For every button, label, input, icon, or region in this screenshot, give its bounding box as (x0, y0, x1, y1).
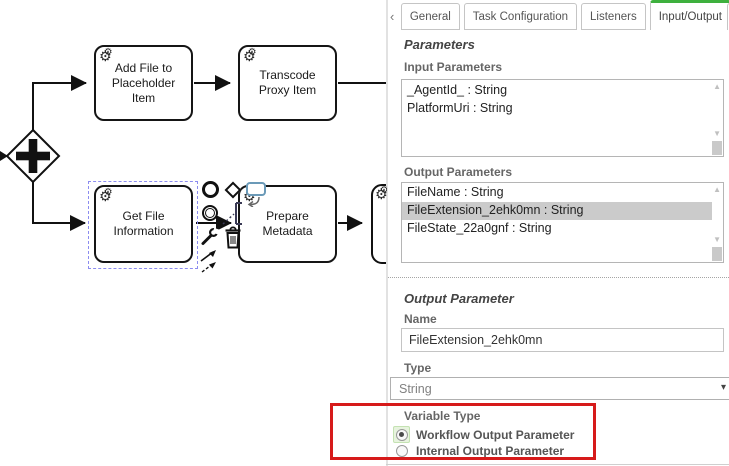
list-item[interactable]: FileName : String (407, 185, 504, 199)
append-intermediate-event-icon[interactable] (202, 205, 218, 221)
parameters-heading: Parameters (404, 37, 475, 52)
output-parameter-heading: Output Parameter (404, 291, 514, 306)
trash-icon[interactable] (224, 226, 242, 249)
output-parameters-label: Output Parameters (404, 165, 513, 179)
partial-next-tab (727, 3, 729, 30)
type-label: Type (404, 361, 432, 375)
scroll-down-icon[interactable]: ▼ (713, 235, 721, 244)
properties-panel: ‹ General Task Configuration Listeners I… (386, 0, 729, 466)
task-transcode-proxy-item[interactable]: ⚙⚙ Transcode Proxy Item (238, 45, 337, 121)
list-item-selected[interactable]: FileExtension_2ehk0mn : String (402, 202, 712, 220)
section-divider (388, 277, 729, 278)
sequence-flows (0, 75, 387, 264)
connect-icon[interactable] (198, 249, 221, 274)
dropdown-arrow-icon: ▾ (720, 382, 726, 393)
radio-label: Internal Output Parameter (416, 443, 565, 458)
text-annotation-icon[interactable] (221, 200, 244, 227)
variable-type-label: Variable Type (404, 409, 481, 423)
input-parameters-label: Input Parameters (404, 60, 503, 74)
bpmn-canvas[interactable]: ⚙⚙ Add File to Placeholder Item ⚙⚙ Trans… (0, 0, 387, 466)
list-item[interactable]: FileState_22a0gnf : String (407, 221, 552, 235)
tab-input-output[interactable]: Input/Output (649, 0, 729, 30)
radio-icon (395, 444, 408, 457)
tab-listeners[interactable]: Listeners (581, 3, 646, 30)
scroll-up-icon[interactable]: ▲ (713, 185, 721, 194)
panel-bottom-border (386, 464, 729, 465)
selection-outline (88, 181, 198, 269)
radio-internal-output-parameter[interactable]: Internal Output Parameter (393, 442, 564, 459)
list-item[interactable]: _AgentId_ : String (407, 83, 508, 97)
name-input[interactable] (401, 328, 724, 352)
input-parameters-list[interactable]: _AgentId_ : String PlatformUri : String … (401, 79, 724, 157)
incoming-flow-arrowhead (0, 151, 8, 161)
task-label: Prepare Metadata (262, 209, 313, 238)
tab-task-configuration[interactable]: Task Configuration (463, 3, 578, 30)
service-task-icon: ⚙⚙ (99, 47, 113, 65)
task-label: Add File to Placeholder Item (111, 60, 176, 105)
task-label: Transcode Proxy Item (258, 68, 317, 97)
scrollbar-thumb[interactable] (712, 247, 722, 261)
name-label: Name (404, 312, 437, 326)
radio-workflow-output-parameter[interactable]: Workflow Output Parameter (393, 426, 574, 443)
scroll-up-icon[interactable]: ▲ (713, 82, 721, 91)
type-select-value: String (399, 381, 432, 396)
type-select[interactable]: String ▾ (390, 377, 729, 400)
task-get-file-information[interactable]: ⚙⚙ Get File Information (94, 185, 193, 263)
wrench-icon[interactable] (200, 228, 219, 246)
append-task-icon[interactable] (246, 182, 266, 196)
tabs-scroll-left-icon[interactable]: ‹ (390, 9, 395, 24)
service-task-icon: ⚙⚙ (375, 185, 387, 203)
tab-general[interactable]: General (400, 3, 460, 30)
scrollbar-thumb[interactable] (712, 141, 722, 155)
parallel-gateway[interactable] (5, 128, 61, 184)
tab-bar: ‹ General Task Configuration Listeners I… (388, 0, 729, 30)
curved-arrow-icon[interactable] (247, 196, 261, 207)
service-task-icon: ⚙⚙ (243, 47, 257, 65)
radio-icon (395, 428, 408, 441)
partial-task[interactable] (371, 184, 387, 264)
task-label: Get File Information (113, 209, 174, 238)
task-add-file-to-placeholder-item[interactable]: ⚙⚙ Add File to Placeholder Item (94, 45, 193, 121)
list-item[interactable]: PlatformUri : String (407, 101, 513, 115)
scroll-down-icon[interactable]: ▼ (713, 129, 721, 138)
service-task-icon: ⚙⚙ (99, 187, 113, 205)
append-end-event-icon[interactable] (202, 181, 219, 198)
radio-label: Workflow Output Parameter (416, 427, 575, 442)
output-parameters-list[interactable]: FileName : String FileExtension_2ehk0mn … (401, 182, 724, 263)
